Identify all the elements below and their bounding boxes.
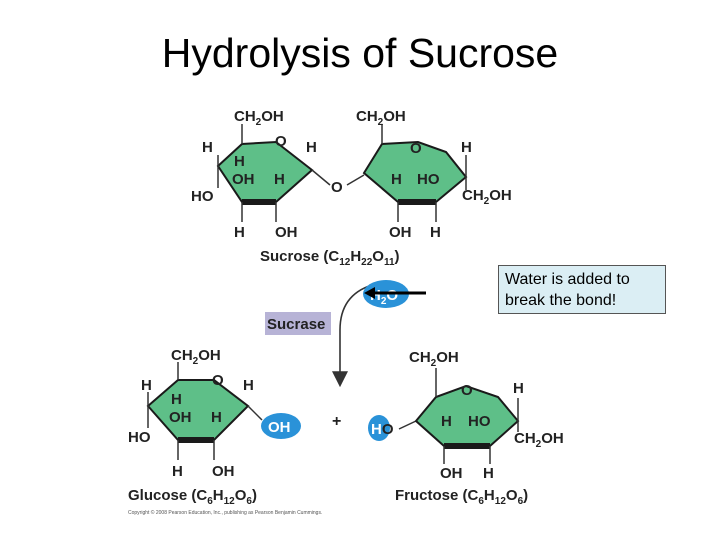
fructose-ring — [414, 368, 520, 464]
sucrose-glucose-ch2oh: CH2OH — [234, 108, 284, 128]
fructose-ho-highlight — [368, 415, 390, 441]
sucrose-fructose-ch2oh-right: CH2OH — [462, 187, 512, 207]
callout-box: Water is added to break the bond! — [498, 265, 666, 314]
fructose-ch2oh: CH2OH — [409, 349, 459, 369]
page-title: Hydrolysis of Sucrose — [161, 30, 559, 76]
sucrose-fructose-ring — [362, 124, 468, 222]
glucose-h-inner: H — [171, 391, 182, 408]
sucrose-label: Sucrose (C12H22O11) — [260, 248, 400, 268]
glucose-h-bottom: H — [172, 463, 183, 480]
fructose-h-inner: H — [441, 413, 452, 430]
fructose-h-bottom: H — [483, 465, 494, 482]
sucrose-glucose-ring — [216, 124, 331, 222]
glucose-ch2oh: CH2OH — [171, 347, 221, 367]
sucrose-fructose-h-bottom: H — [430, 224, 441, 241]
enzyme-label: Sucrase — [267, 316, 325, 333]
sucrose-glucose-ring-o: O — [275, 133, 287, 150]
sucrose-glucose-h-inner: H — [234, 153, 245, 170]
enzyme-box — [265, 312, 331, 335]
glucose-oh-highlight — [261, 413, 301, 439]
sucrose-glucose-ho-left: HO — [191, 188, 214, 205]
sucrose-fructose-h-inner: H — [391, 171, 402, 188]
glucose-h-top-left: H — [141, 377, 152, 394]
sucrose-glucose-oh-bottom: OH — [275, 224, 298, 241]
copyright-notice: Copyright © 2008 Pearson Education, Inc.… — [128, 509, 322, 516]
plus-sign: + — [332, 413, 341, 430]
sucrose-glucose-h-top-left: H — [202, 139, 213, 156]
glucose-h-top-right: H — [243, 377, 254, 394]
glucose-oh-right: OH — [268, 419, 291, 436]
sucrose-fructose-ho-inner: HO — [417, 171, 440, 188]
fructose-h-top-right: H — [513, 380, 524, 397]
sucrose-fructose-oh-bottom: OH — [389, 224, 412, 241]
fructose-ho-left: HO — [371, 421, 394, 438]
sucrose-glucose-h-bottom: H — [234, 224, 245, 241]
sucrose-glucose-h-top-right: H — [306, 139, 317, 156]
glucose-ring — [146, 362, 263, 460]
glucose-label: Glucose (C6H12O6) — [128, 487, 257, 507]
fructose-ch2oh-right: CH2OH — [514, 430, 564, 450]
sucrose-fructose-ch2oh: CH2OH — [356, 108, 406, 128]
sucrose-fructose-ring-o: O — [410, 140, 422, 157]
glucose-oh-inner: OH — [169, 409, 192, 426]
glucose-ho-left: HO — [128, 429, 151, 446]
fructose-label: Fructose (C6H12O6) — [395, 487, 528, 507]
fructose-ring-o: O — [461, 382, 473, 399]
sucrose-glucose-oh-inner: OH — [232, 171, 255, 188]
sucrose-fructose-h-top-right: H — [461, 139, 472, 156]
sucrose-glucose-h-inner-right: H — [274, 171, 285, 188]
reaction-arrow — [332, 284, 373, 388]
fructose-ho-inner: HO — [468, 413, 491, 430]
glucose-oh-bottom: OH — [212, 463, 235, 480]
fructose-oh-bottom: OH — [440, 465, 463, 482]
glycosidic-bridge-oxygen: O — [331, 179, 343, 196]
glucose-ring-o: O — [212, 372, 224, 389]
glucose-h-inner-right: H — [211, 409, 222, 426]
